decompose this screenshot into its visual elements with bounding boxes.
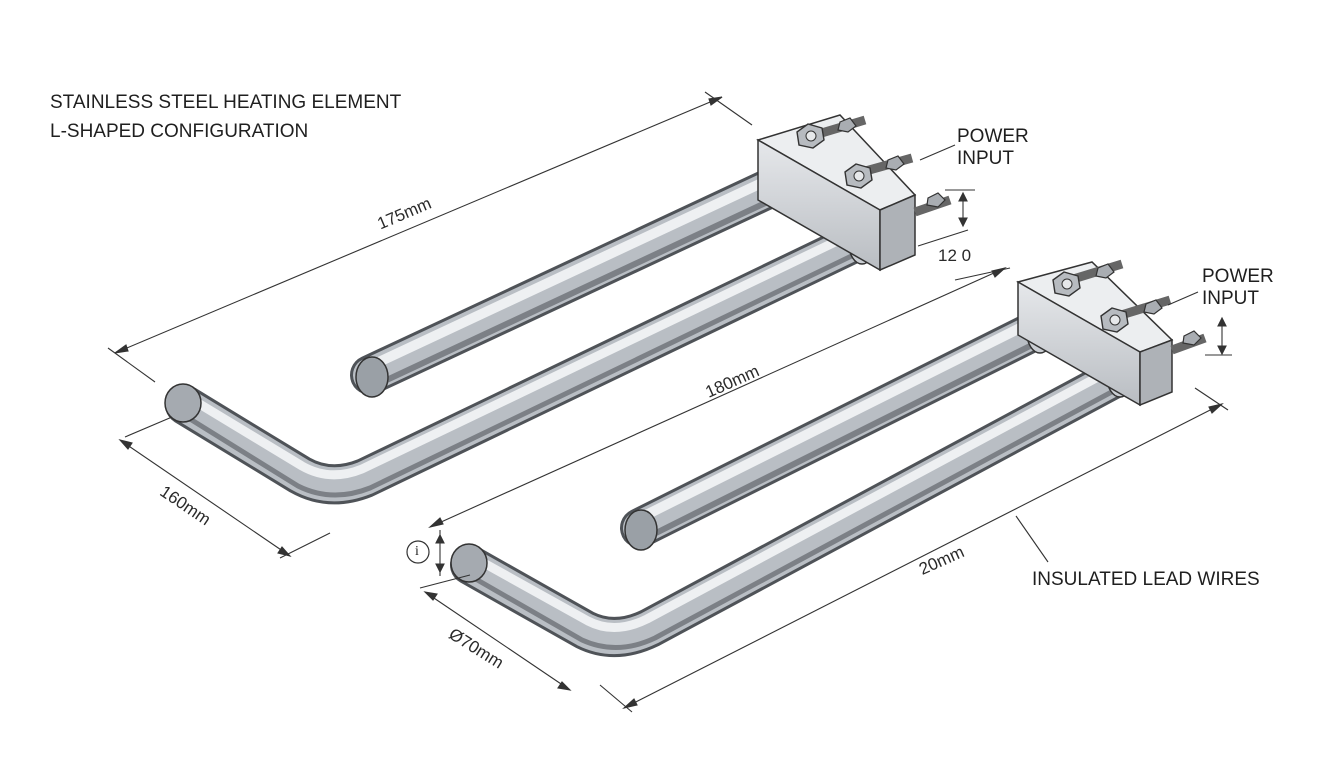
- info-marker-icon: [406, 540, 430, 564]
- terminal-nut-1c: [913, 192, 952, 217]
- l-rod-2: [450, 358, 1135, 658]
- l-rod-1: [164, 220, 880, 505]
- title-line-1: STAINLESS STEEL HEATING ELEMENT: [50, 92, 402, 113]
- terminal-nut-2a: [1052, 259, 1124, 297]
- power-input-label-1: POWER INPUT: [957, 126, 1029, 170]
- title-line-2: L-SHAPED CONFIGURATION: [50, 121, 309, 142]
- terminal-nut-1a: [796, 115, 867, 149]
- dimension-lines: [107, 91, 1232, 713]
- terminal-nut-2c: [1170, 330, 1207, 355]
- heating-element-1: [164, 114, 952, 505]
- power-input-label-2: POWER INPUT: [1202, 266, 1274, 310]
- terminal-nut-1b: [844, 153, 914, 189]
- heating-element-2: [450, 259, 1207, 658]
- terminal-block-1: [756, 114, 917, 272]
- info-marker-label: i: [415, 544, 419, 559]
- power-input-1-line-2: INPUT: [957, 148, 1014, 169]
- dim-terminal-height-1: 12 0: [938, 246, 972, 265]
- terminal-nut-2b: [1100, 295, 1172, 333]
- insulated-lead-wires-label: INSULATED LEAD WIRES: [1032, 569, 1260, 590]
- straight-rod-1: [350, 168, 790, 398]
- power-input-2-line-1: POWER: [1202, 266, 1274, 287]
- straight-rod-2: [620, 313, 1050, 551]
- power-input-2-line-2: INPUT: [1202, 288, 1259, 309]
- power-input-1-line-1: POWER: [957, 126, 1029, 147]
